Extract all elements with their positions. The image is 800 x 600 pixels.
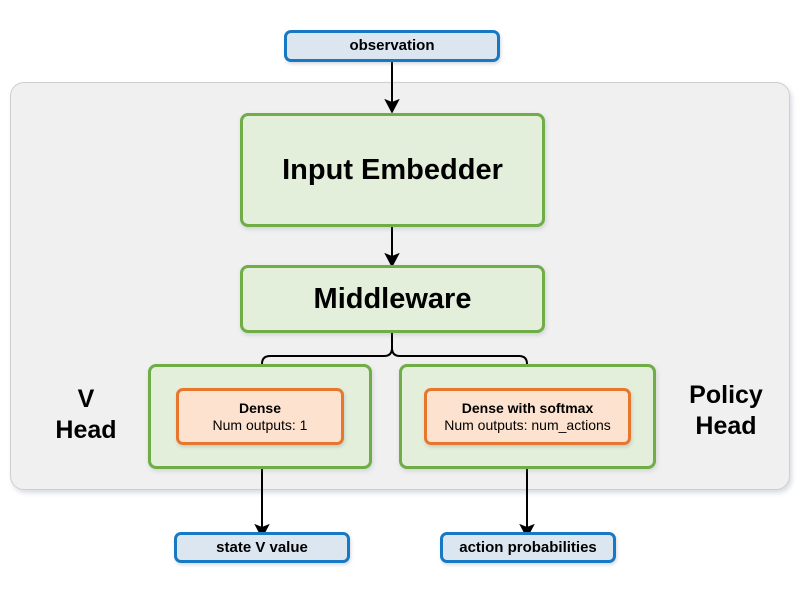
node-policy-head-dense[interactable]: Dense with softmax Num outputs: num_acti…: [424, 388, 631, 445]
middleware-label: Middleware: [313, 282, 472, 315]
label-policy-head: Policy Head: [689, 381, 763, 441]
node-middleware[interactable]: Middleware: [240, 265, 545, 333]
policy-head-dense-title: Dense with softmax: [461, 399, 594, 416]
node-observation[interactable]: observation: [284, 30, 500, 62]
node-action-probabilities[interactable]: action probabilities: [440, 532, 616, 563]
node-input-embedder[interactable]: Input Embedder: [240, 113, 545, 227]
policy-head-dense-subtitle: Num outputs: num_actions: [444, 416, 611, 433]
observation-label: observation: [349, 37, 435, 55]
v-head-dense-title: Dense: [238, 399, 282, 416]
v-head-dense-subtitle: Num outputs: 1: [212, 416, 308, 433]
node-v-head-dense[interactable]: Dense Num outputs: 1: [176, 388, 344, 445]
state-v-value-label: state V value: [216, 538, 308, 556]
label-v-head: V Head: [55, 385, 117, 445]
node-state-v-value[interactable]: state V value: [174, 532, 350, 563]
action-probabilities-label: action probabilities: [459, 538, 597, 556]
input-embedder-label: Input Embedder: [282, 153, 503, 186]
